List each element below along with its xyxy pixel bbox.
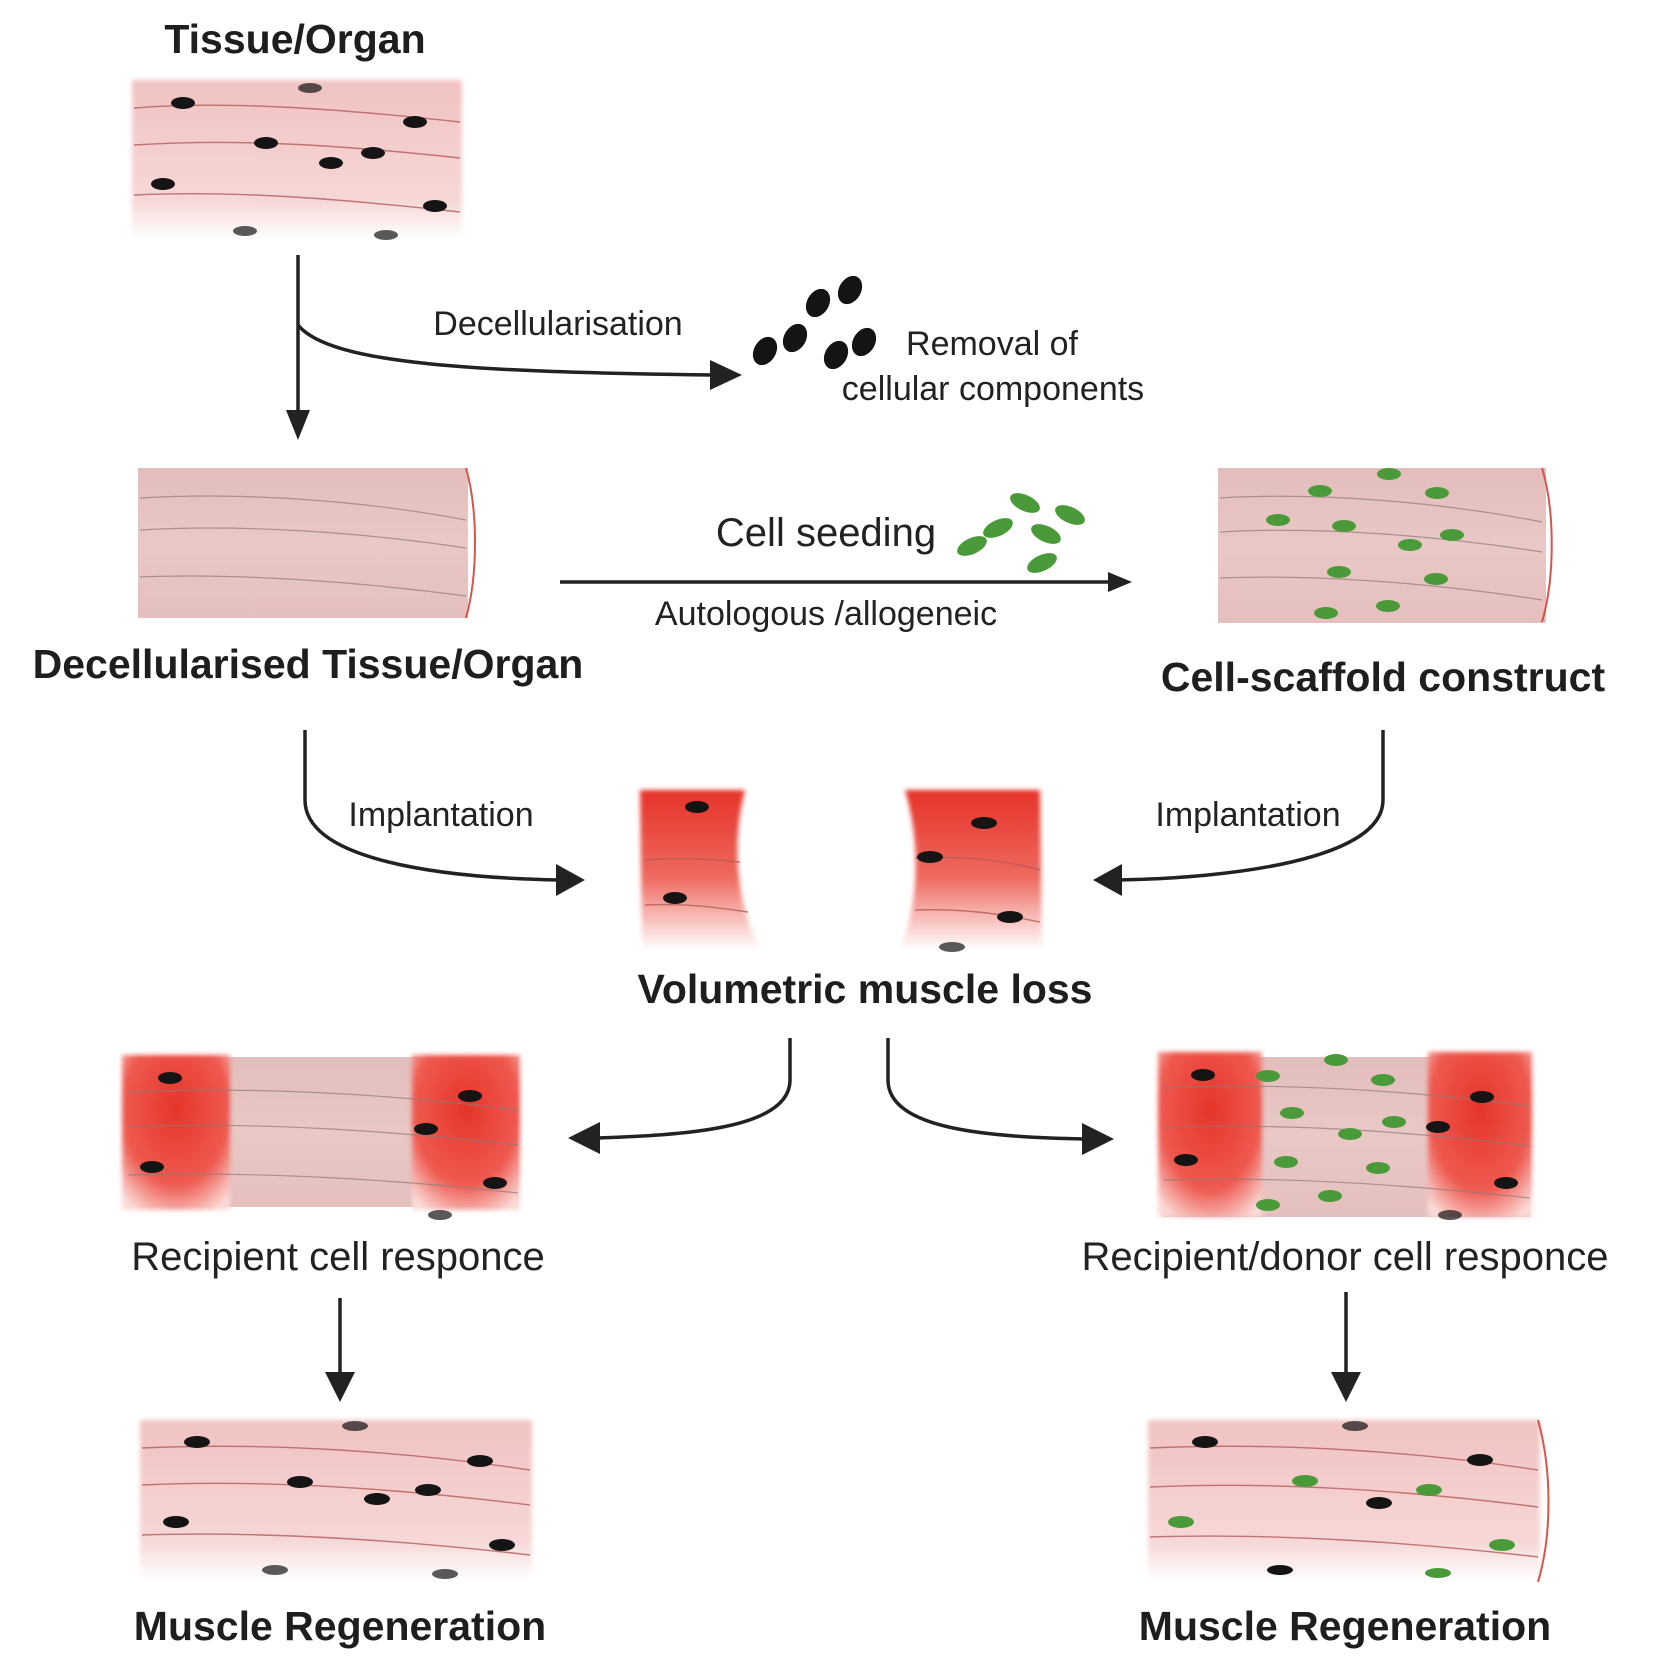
arrow-head-regen-left bbox=[325, 1372, 355, 1402]
recipient-response-label: Recipient cell responce bbox=[131, 1235, 545, 1279]
regeneration-left-title: Muscle Regeneration bbox=[134, 1603, 546, 1649]
vml-left-segment bbox=[640, 790, 760, 950]
autologous-label: Autologous /allogeneic bbox=[655, 595, 997, 633]
cell-scaffold-title: Cell-scaffold construct bbox=[1161, 654, 1606, 700]
regeneration-right-block bbox=[1148, 1419, 1550, 1583]
arrow-head-removal bbox=[710, 360, 742, 390]
recipient-response-block bbox=[122, 1055, 520, 1220]
arrow-head-vml-left bbox=[568, 1122, 600, 1154]
arrow-head-decell bbox=[286, 410, 310, 440]
arrow-decellularisation bbox=[296, 323, 713, 377]
cell-seeding-label: Cell seeding bbox=[716, 511, 936, 555]
implantation-right-label: Implantation bbox=[1155, 796, 1340, 834]
arrow-head-vml-right bbox=[1082, 1123, 1114, 1155]
arrow-vml-left bbox=[596, 1038, 792, 1140]
decellularisation-label: Decellularisation bbox=[433, 305, 682, 343]
recipient-donor-response-block bbox=[1158, 1052, 1532, 1220]
vml-title: Volumetric muscle loss bbox=[638, 966, 1093, 1012]
tissue-organ-block bbox=[132, 80, 462, 240]
decellularised-title: Decellularised Tissue/Organ bbox=[33, 641, 584, 687]
arrow-head-seeding bbox=[1108, 572, 1132, 592]
arrow-head-implant-left bbox=[556, 864, 585, 896]
removal-label-line2: cellular components bbox=[842, 370, 1144, 408]
arrow-head-regen-right bbox=[1331, 1372, 1361, 1402]
vml-right-segment bbox=[900, 790, 1042, 952]
arrow-vml-right bbox=[886, 1038, 1086, 1141]
implantation-left-label: Implantation bbox=[348, 796, 533, 834]
arrow-head-implant-right bbox=[1093, 864, 1122, 896]
arrow-implantation-right bbox=[1117, 730, 1385, 882]
cell-scaffold-block bbox=[1218, 467, 1553, 623]
removed-cells bbox=[752, 275, 877, 370]
regeneration-left-block bbox=[140, 1420, 532, 1580]
tissue-organ-title: Tissue/Organ bbox=[164, 16, 425, 62]
arrow-implantation-left bbox=[303, 730, 561, 882]
regeneration-right-title: Muscle Regeneration bbox=[1139, 1603, 1551, 1649]
recipient-donor-response-label: Recipient/donor cell responce bbox=[1082, 1235, 1609, 1279]
seeding-cells bbox=[957, 493, 1085, 573]
removal-label-line1: Removal of bbox=[906, 325, 1079, 363]
decellularised-block bbox=[138, 467, 476, 619]
